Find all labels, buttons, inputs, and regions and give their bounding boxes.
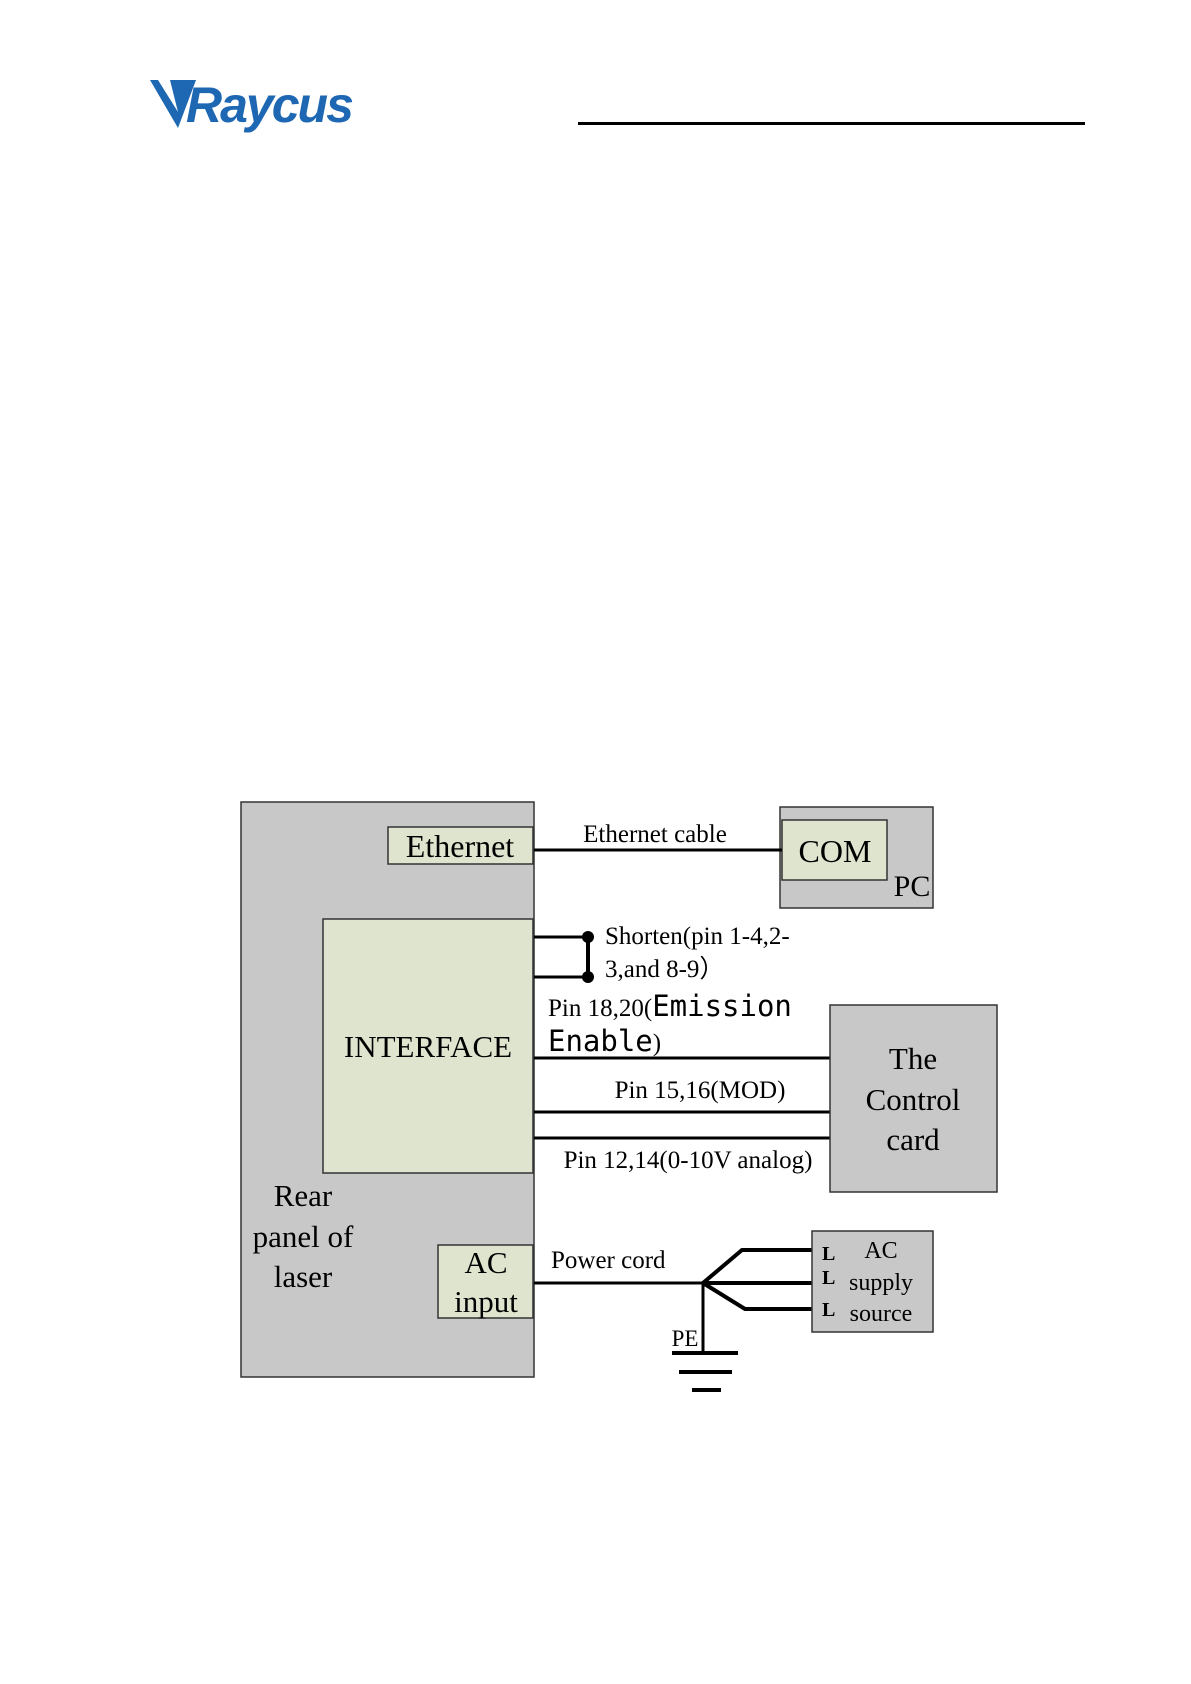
power-cord-label: Power cord — [551, 1247, 666, 1274]
pc-label: PC — [894, 870, 931, 903]
ac-supply-label-line-3: source — [850, 1301, 913, 1327]
ac-input-label-line-2: input — [454, 1284, 518, 1319]
power-branch-bottom — [703, 1283, 812, 1309]
emission-word-1: Emission — [652, 989, 792, 1023]
laser-panel-label-line-2: panel of — [253, 1219, 354, 1254]
ac-supply-label-line-2: supply — [849, 1270, 913, 1296]
laser-panel-label-line-3: laser — [274, 1259, 333, 1294]
control-card-label-line-3: card — [886, 1122, 940, 1157]
emission-enable-label-line-2: Enable) — [548, 1024, 661, 1058]
ethernet-cable-label: Ethernet cable — [583, 821, 727, 848]
ground-pe-label: PE — [672, 1326, 699, 1351]
emission-suffix: ) — [653, 1030, 661, 1057]
ac-supply-pin-label-3: L — [822, 1299, 835, 1321]
ac-supply-pin-label-2: L — [822, 1267, 835, 1289]
laser-panel-label-line-1: Rear — [274, 1178, 333, 1213]
emission-prefix: Pin 18,20( — [548, 995, 652, 1022]
analog-label: Pin 12,14(0-10V analog) — [564, 1147, 813, 1174]
ac-supply-label-line-1: AC — [864, 1238, 897, 1264]
ac-input-label-line-1: AC — [464, 1245, 507, 1280]
interface-port-label: INTERFACE — [344, 1029, 512, 1064]
shorten-label-line-1: Shorten(pin 1-4,2- — [605, 923, 790, 950]
mod-label: Pin 15,16(MOD) — [615, 1077, 786, 1104]
shorten-dot-top — [582, 931, 594, 943]
power-branch-top — [703, 1250, 812, 1283]
shorten-label-line-2: 3,and 8-9） — [605, 955, 724, 983]
ac-supply-pin-label-1: L — [822, 1243, 835, 1265]
control-card-label-line-2: Control — [866, 1082, 961, 1117]
ethernet-port-label: Ethernet — [406, 828, 515, 864]
emission-enable-label-line-1: Pin 18,20(Emission — [548, 989, 792, 1023]
shorten-dot-bottom — [582, 971, 594, 983]
com-port-label: COM — [799, 833, 872, 869]
control-card-label-line-1: The — [889, 1041, 937, 1076]
emission-word-2: Enable — [548, 1024, 653, 1058]
